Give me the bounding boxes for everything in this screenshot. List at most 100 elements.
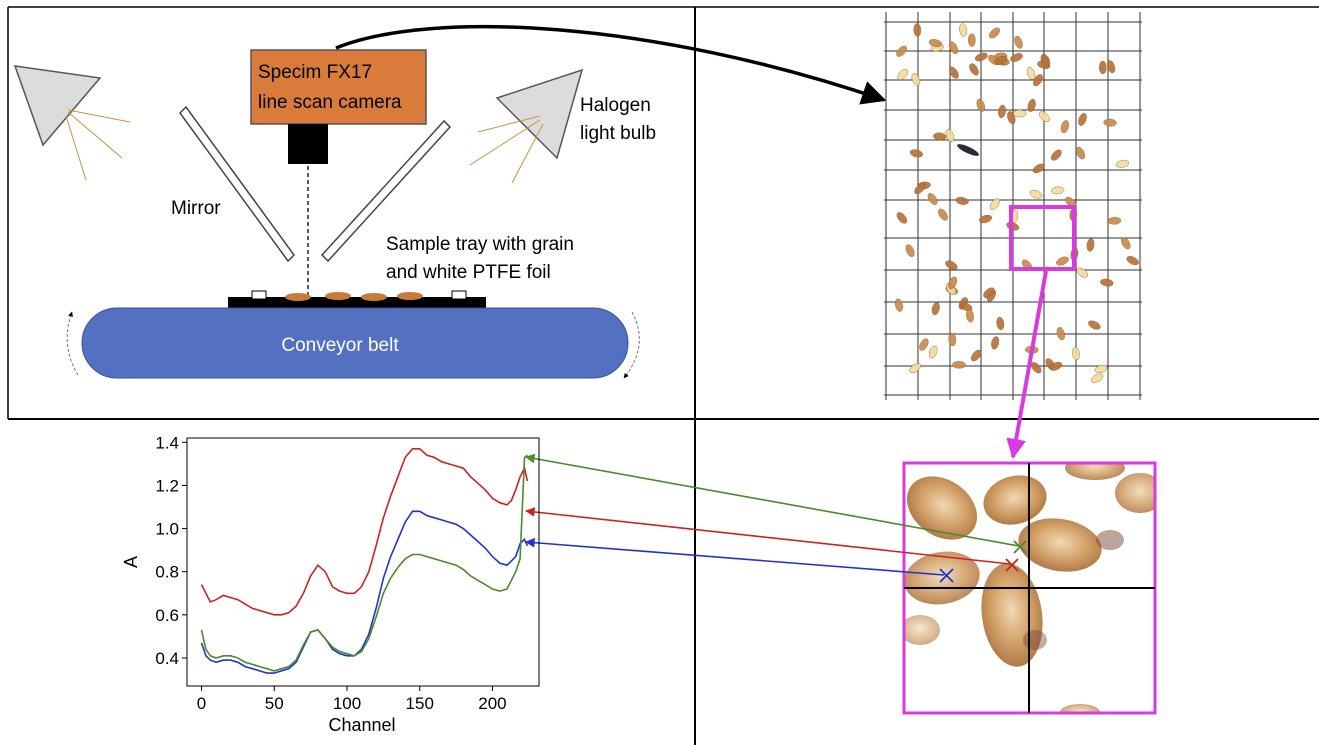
scan-grain: [978, 214, 993, 224]
scan-grain: [919, 338, 929, 351]
scan-grain: [938, 208, 948, 221]
scan-grain: [913, 23, 922, 37]
mirror-label: Mirror: [171, 198, 221, 219]
scan-grain: [909, 363, 921, 374]
zoom-panel: [525, 453, 1157, 715]
scan-grain: [1027, 98, 1036, 112]
scan-grains: [894, 23, 1139, 383]
scan-grain: [967, 33, 976, 47]
y-axis-label: A: [121, 556, 141, 568]
scan-grain: [969, 63, 979, 76]
light-label-line1: Halogen: [580, 95, 651, 116]
scan-grain: [914, 183, 926, 195]
x-tick-label: 100: [333, 694, 361, 713]
camera-to-image-arrow: [335, 24, 887, 105]
scan-grain: [994, 55, 1008, 65]
mirror-right: [320, 119, 452, 263]
scan-grain: [931, 302, 940, 316]
scan-grain: [998, 104, 1006, 119]
roi-zoom-arrow: [1006, 270, 1048, 459]
conveyor-belt: [81, 307, 629, 379]
scan-grain: [1121, 237, 1131, 250]
halogen-lamp-right: [469, 68, 584, 184]
scan-grain: [1056, 256, 1069, 266]
y-tick-label: 1.4: [155, 433, 179, 452]
scan-grain: [1029, 189, 1043, 199]
scan-grain: [988, 27, 1001, 39]
scan-grain: [933, 132, 947, 141]
scan-grain: [948, 41, 959, 55]
scan-grain: [991, 336, 1000, 350]
scan-image-panel: [884, 12, 1142, 459]
scan-grain: [1106, 60, 1116, 74]
camera-label-line1: Specim FX17: [258, 62, 372, 83]
scan-grain: [1078, 112, 1087, 126]
camera-body: [250, 49, 427, 125]
scan-grain: [989, 198, 1000, 211]
setup-panel: Specim FX17 line scan camera Halogen lig…: [13, 24, 887, 379]
scan-grain: [959, 302, 973, 312]
roi-box: [1009, 205, 1076, 271]
scan-grain: [966, 309, 974, 323]
scan-grain: [1088, 320, 1101, 330]
scan-grain: [1010, 53, 1023, 62]
scan-grain: [1076, 267, 1089, 278]
scan-grain: [1038, 111, 1050, 123]
y-tick-label: 0.8: [155, 563, 179, 582]
link-arrow-red: [525, 507, 1011, 565]
scan-grain: [945, 260, 958, 270]
halogen-lamp-left: [13, 65, 131, 181]
scan-grain: [1050, 149, 1062, 161]
scan-grain-dark: [957, 144, 979, 156]
x-axis-label: Channel: [328, 715, 395, 735]
scan-grain: [1033, 74, 1043, 87]
marker-x-red: [1005, 558, 1019, 572]
scan-grain: [894, 298, 904, 312]
scan-grain: [952, 360, 966, 369]
scan-grain: [945, 129, 955, 142]
series-line-green: [200, 454, 528, 672]
scan-grain: [911, 73, 921, 86]
marker-x-green: [1013, 540, 1027, 554]
scan-grain: [996, 316, 1005, 331]
scan-grain: [948, 276, 958, 290]
series-line-red: [200, 447, 529, 616]
scan-grain: [970, 349, 982, 362]
scan-grain: [1026, 66, 1036, 80]
mirror-left: [179, 105, 295, 263]
scan-grain: [1051, 186, 1065, 195]
camera-label-line2: line scan camera: [258, 92, 402, 113]
x-tick-label: 150: [406, 694, 434, 713]
scan-grain: [1060, 120, 1069, 134]
scan-grain: [983, 287, 995, 298]
scan-grain: [1090, 373, 1104, 383]
scan-grid: [884, 12, 1142, 400]
x-tick-label: 50: [265, 694, 284, 713]
marker-x-blue: [939, 568, 954, 583]
scan-grain: [976, 98, 986, 112]
scan-grain: [1071, 346, 1080, 361]
scan-grain: [928, 345, 938, 359]
scan-grain: [955, 196, 969, 205]
scan-grain: [948, 332, 957, 347]
x-tick-label: 200: [478, 694, 506, 713]
link-arrow-green: [525, 453, 1020, 547]
scan-grain: [959, 23, 967, 37]
scan-grain: [949, 66, 959, 79]
scan-grain: [974, 52, 988, 62]
y-tick-label: 1.0: [155, 520, 179, 539]
belt-rotation-arrow-left: [66, 311, 79, 376]
camera-lens: [288, 124, 328, 164]
scan-grain: [1056, 327, 1065, 341]
y-tick-label: 1.2: [155, 476, 179, 495]
scan-grain: [1098, 60, 1107, 75]
panel-dividers: [7, 6, 1319, 745]
tray-label-line1: Sample tray with grain: [386, 234, 574, 255]
scan-grain: [1100, 278, 1114, 287]
series-layer: [200, 447, 529, 674]
scan-grain: [1049, 361, 1063, 371]
y-tick-label: 0.4: [155, 649, 179, 668]
